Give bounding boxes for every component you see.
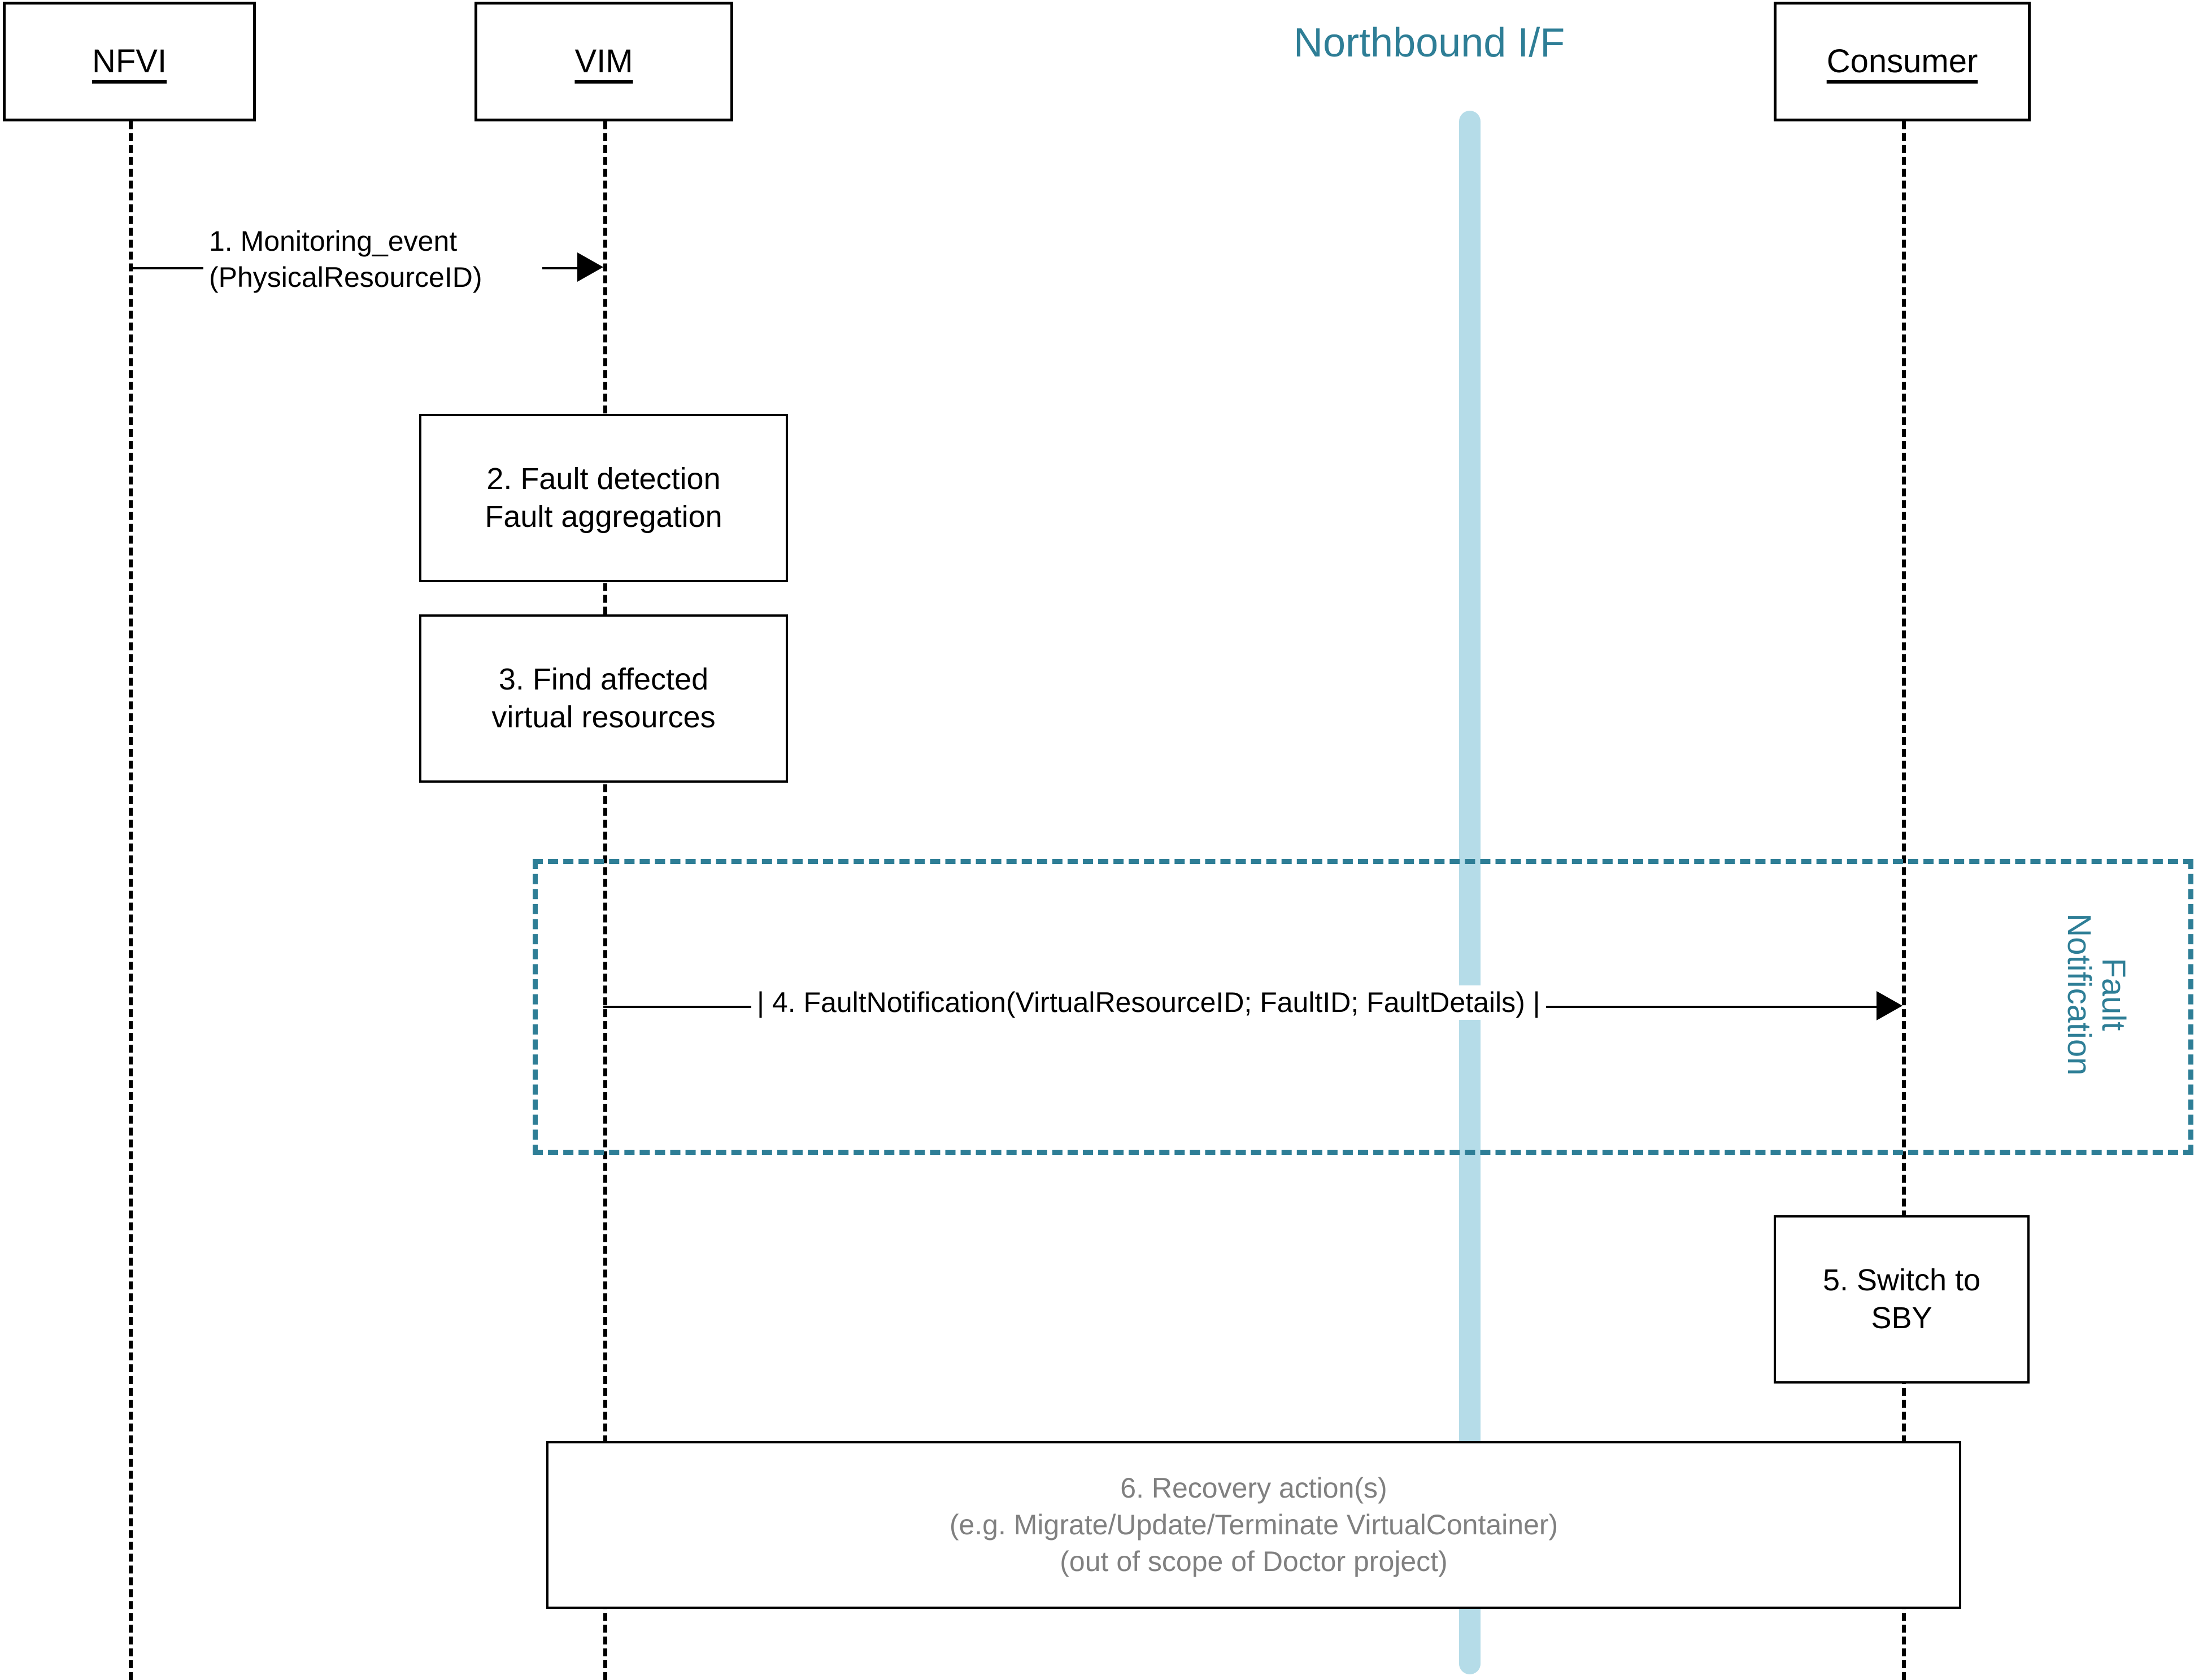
process-box-6-line2: (e.g. Migrate/Update/Terminate VirtualCo… (949, 1509, 1558, 1541)
process-box-6-line1: 6. Recovery action(s) (1120, 1472, 1387, 1504)
process-box-3-find-affected[interactable]: 3. Find affected virtual resources (419, 614, 788, 783)
fault-notification-frame-label: Fault Notification (2061, 901, 2132, 1088)
lifeline-nfvi (129, 121, 133, 1680)
fault-notification-frame-label-line1: Fault (2095, 958, 2132, 1031)
process-box-3-line2: virtual resources (491, 700, 716, 734)
message-4-arrowhead-icon (1877, 991, 1902, 1020)
process-box-6-recovery-actions[interactable]: 6. Recovery action(s) (e.g. Migrate/Upda… (546, 1441, 1961, 1609)
actor-box-vim[interactable]: VIM (474, 2, 733, 121)
actor-label-vim: VIM (574, 43, 633, 80)
actor-box-nfvi[interactable]: NFVI (3, 2, 256, 121)
fault-notification-frame (533, 859, 2193, 1155)
process-box-5-line2: SBY (1871, 1301, 1932, 1335)
process-box-5-switch-to-sby[interactable]: 5. Switch to SBY (1774, 1215, 2030, 1384)
message-1-label-line1: 1. Monitoring_event (209, 225, 458, 257)
actor-box-consumer[interactable]: Consumer (1774, 2, 2031, 121)
actor-label-consumer: Consumer (1826, 43, 1978, 80)
message-1-label: 1. Monitoring_event (PhysicalResourceID) (203, 223, 542, 295)
northbound-interface-title: Northbound I/F (1294, 20, 1565, 66)
process-box-3-line1: 3. Find affected (498, 662, 709, 696)
message-1-label-line2: (PhysicalResourceID) (209, 261, 482, 293)
message-1-arrowhead-icon (577, 252, 603, 282)
lifeline-vim (603, 121, 607, 1680)
process-box-2-line1: 2. Fault detection (486, 461, 721, 496)
lifeline-consumer (1902, 121, 1906, 1680)
fault-notification-frame-label-line2: Notification (2061, 913, 2097, 1076)
process-box-2-fault-detection[interactable]: 2. Fault detection Fault aggregation (419, 414, 788, 582)
northbound-interface-bar (1459, 111, 1481, 1674)
process-box-5-line1: 5. Switch to (1822, 1263, 1981, 1297)
message-4-label: | 4. FaultNotification(VirtualResourceID… (751, 985, 1546, 1020)
northbound-interface-bar-bottom-segment (1459, 1609, 1481, 1674)
process-box-6-line3: (out of scope of Doctor project) (1060, 1546, 1448, 1577)
actor-label-nfvi: NFVI (92, 43, 167, 80)
process-box-2-line2: Fault aggregation (485, 500, 722, 534)
